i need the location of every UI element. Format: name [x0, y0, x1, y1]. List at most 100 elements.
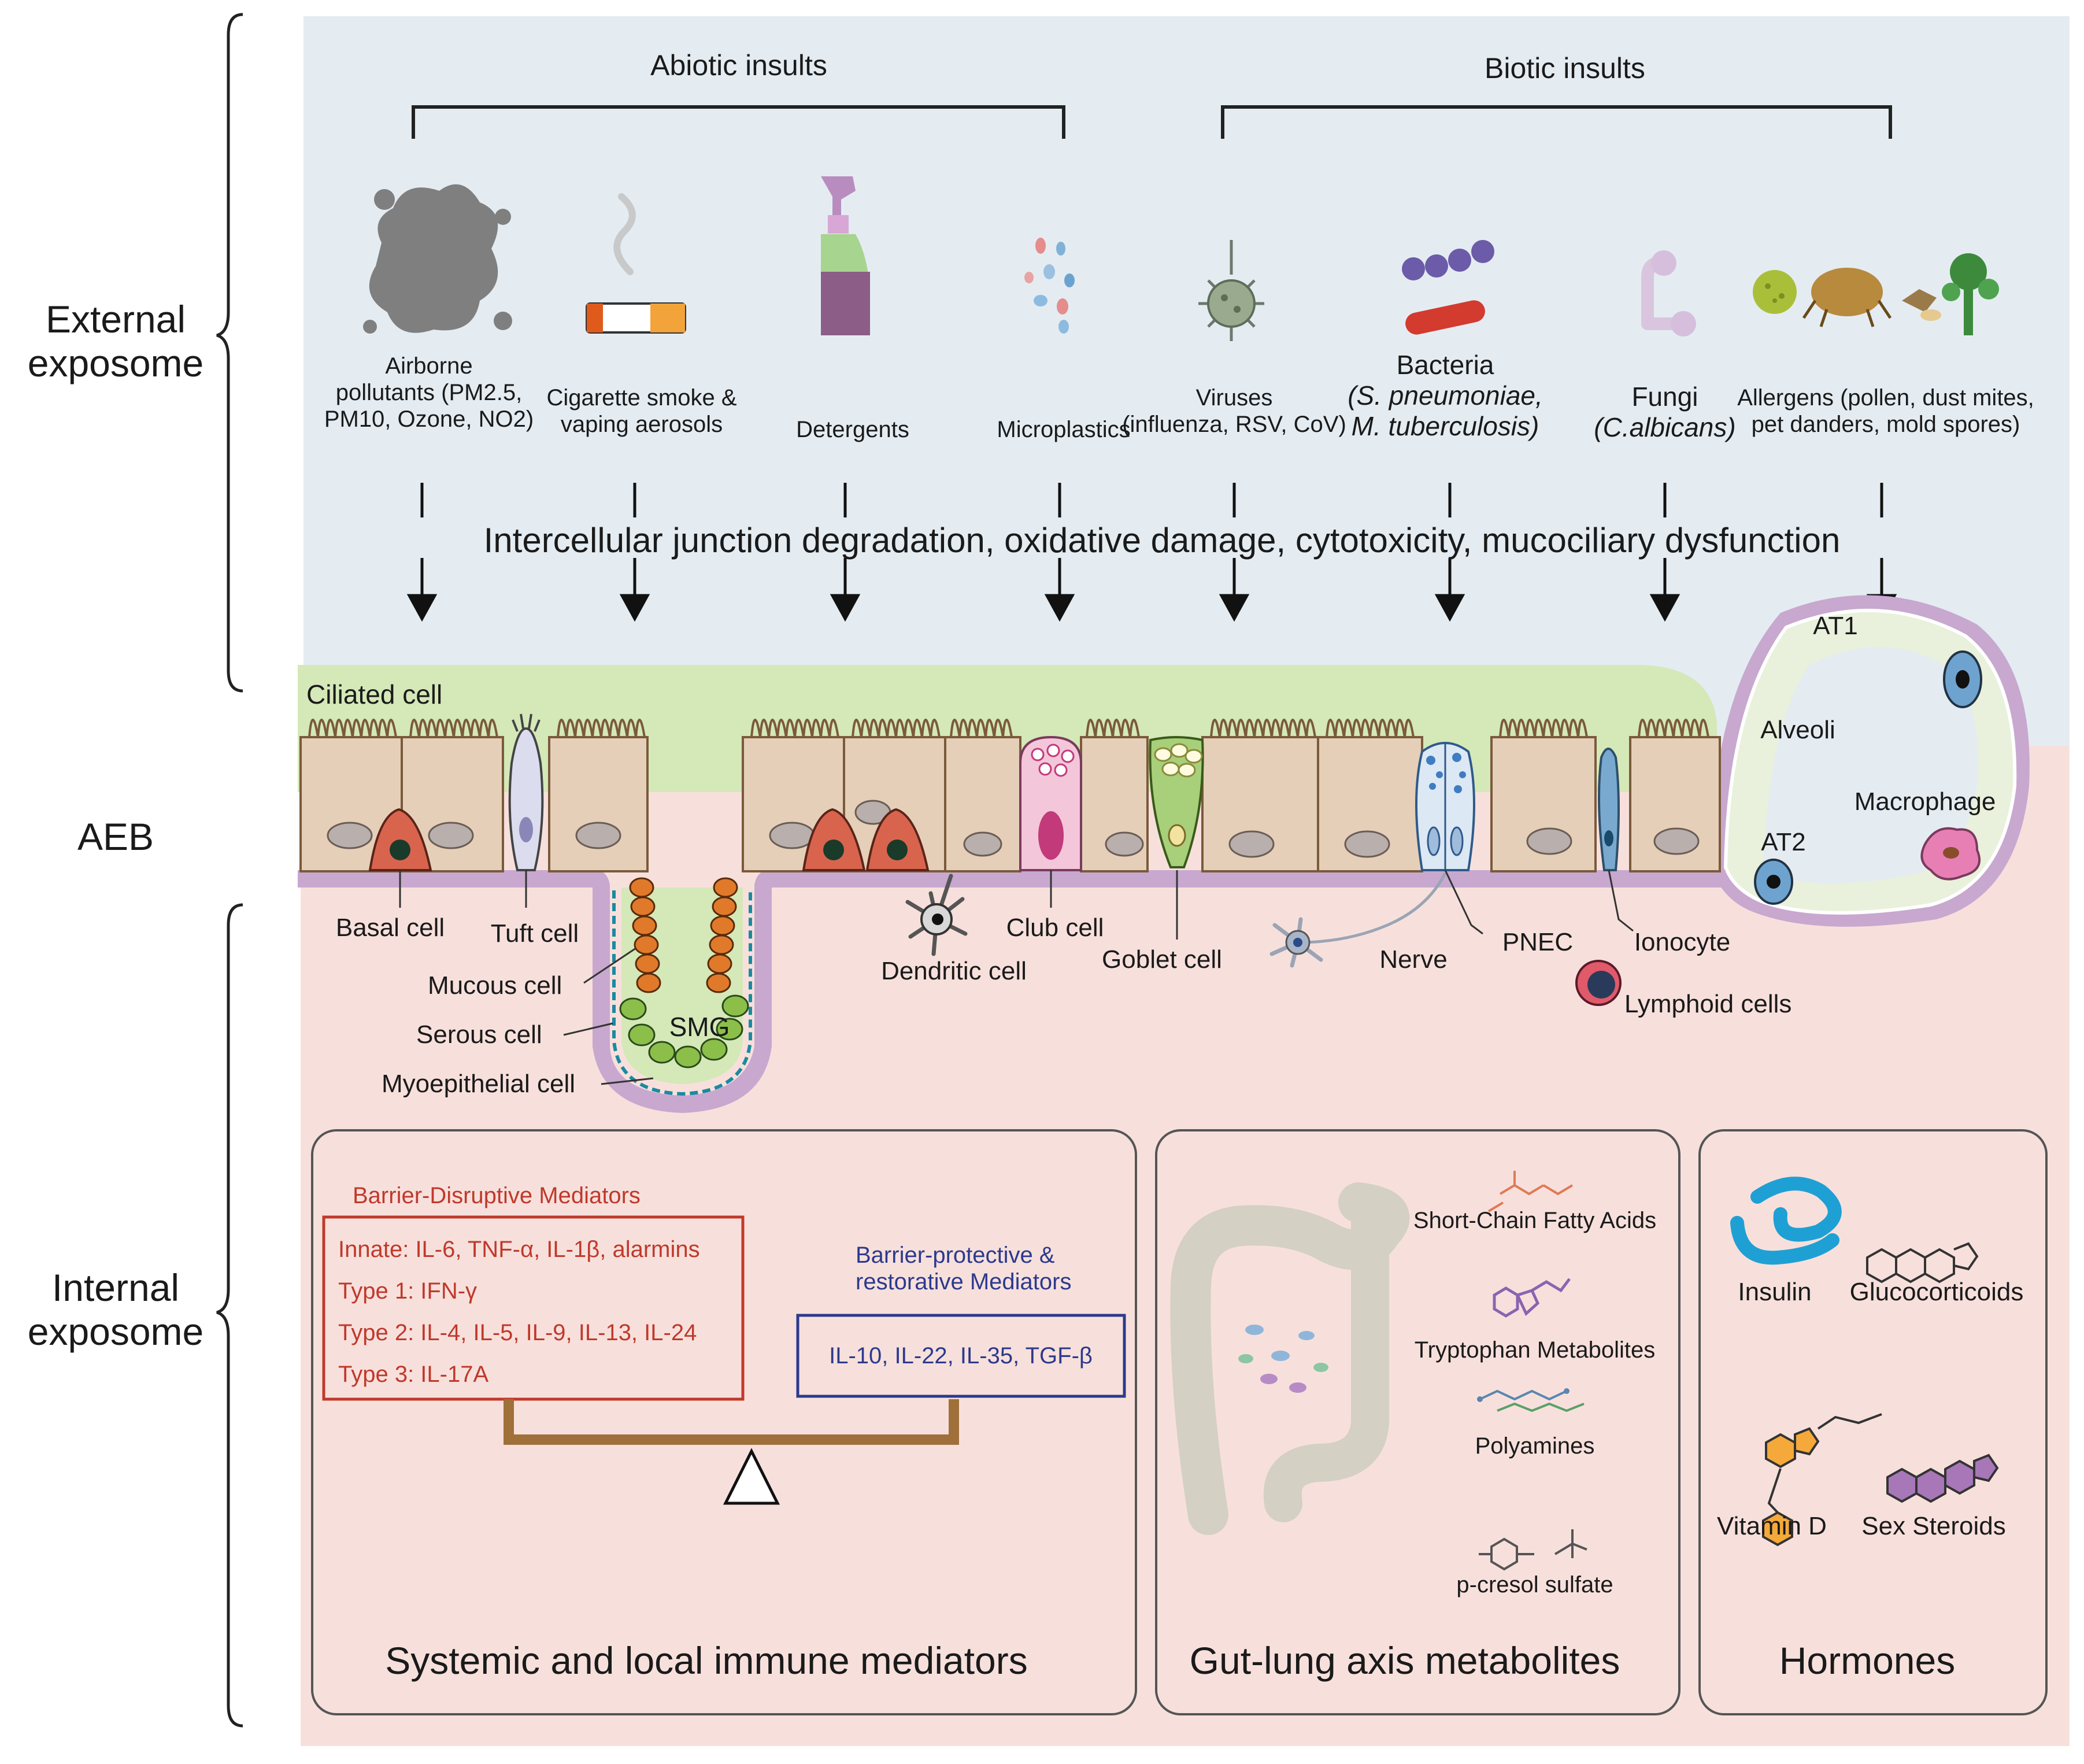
- myoepithelial-cell-label: Myoepithelial cell: [382, 1070, 576, 1098]
- external-exposome-text: External exposome: [27, 298, 204, 384]
- pnec-cell: [1415, 742, 1475, 871]
- exposure-airborne-line-2: pollutants (PM2.5,: [335, 380, 523, 405]
- scfa-molecule-icon: [1487, 1171, 1574, 1212]
- ionocyte-cell: [1598, 748, 1620, 871]
- immune-box: [311, 1129, 1137, 1715]
- exposure-microplastics-label: Microplastics: [997, 417, 1131, 442]
- ionocyte-label: Ionocyte: [1634, 928, 1731, 956]
- glucocorticoid-molecule-icon: [1866, 1242, 1979, 1284]
- protective-title-line-2: restorative Mediators: [856, 1269, 1072, 1295]
- glucocorticoids-label: Glucocorticoids: [1849, 1278, 2024, 1306]
- exposure-detergents-label: Detergents: [796, 417, 909, 442]
- macrophage-label: Macrophage: [1854, 787, 1996, 816]
- tryptophan-molecule-icon: [1493, 1278, 1571, 1318]
- exposure-bacteria-label: Bacteria (S. pneumoniae, M. tuberculosis…: [1348, 350, 1543, 442]
- cilia: [308, 719, 1709, 738]
- sex-steroids-label: Sex Steroids: [1861, 1512, 2006, 1540]
- immune-box-title: Systemic and local immune mediators: [385, 1639, 1028, 1682]
- sex-steroid-molecule-icon: [1886, 1454, 1999, 1503]
- smg-gland: [612, 877, 752, 1096]
- protective-box: [796, 1314, 1126, 1398]
- exposure-viruses-line-1: Viruses: [1195, 385, 1273, 411]
- protective-title-line-1: Barrier-protective &: [856, 1242, 1055, 1268]
- insulin-label: Insulin: [1738, 1278, 1812, 1306]
- nuclei: [327, 800, 1700, 858]
- exposure-viruses-line-2: (influenza, RSV, CoV): [1122, 412, 1346, 437]
- abiotic-header: Abiotic insults: [650, 49, 827, 82]
- goblet-cell: [1149, 736, 1204, 868]
- damage-effects-text: Intercellular junction degradation, oxid…: [483, 521, 1841, 560]
- abiotic-bracket: [412, 105, 1065, 139]
- exposure-fungi-label: Fungi (C.albicans): [1594, 382, 1735, 443]
- disruptive-box: [322, 1215, 745, 1401]
- balance-beam: [504, 1399, 959, 1445]
- serous-cell-label: Serous cell: [416, 1020, 542, 1049]
- bacteria-icon: [1402, 240, 1494, 335]
- disruptive-mediators-list: Innate: IL-6, TNF-α, IL-1β, alarmins Typ…: [338, 1229, 700, 1395]
- mucous-cell-label: Mucous cell: [428, 971, 562, 1000]
- disruptive-innate: Innate: IL-6, TNF-α, IL-1β, alarmins: [338, 1237, 700, 1262]
- internal-exposome-label: Internal exposome: [27, 1266, 204, 1353]
- goblet-cell-label: Goblet cell: [1102, 945, 1222, 974]
- vitamin-d-molecule-icon: [1762, 1413, 1882, 1547]
- dendritic-cell: [905, 874, 968, 956]
- colon-icon: [1170, 1182, 1410, 1535]
- virus-icon: [1198, 240, 1264, 341]
- exposure-airborne-label: Airborne pollutants (PM2.5, PM10, Ozone,…: [324, 353, 534, 432]
- exposure-fungi-detail: (C.albicans): [1594, 412, 1736, 442]
- gut-box: [1155, 1129, 1680, 1715]
- exposure-cigarette-line-2: vaping aerosols: [560, 412, 723, 437]
- basal-cell-label: Basal cell: [335, 914, 445, 942]
- leader-lines: [399, 870, 1634, 1085]
- disruptive-type1: Type 1: IFN-γ: [338, 1278, 477, 1304]
- balance-fulcrum: [723, 1448, 780, 1505]
- lymphoid-cells-label: Lymphoid cells: [1624, 990, 1792, 1018]
- disruptive-mediators-title: Barrier-Disruptive Mediators: [353, 1183, 641, 1208]
- club-cell: [1019, 735, 1082, 871]
- insulin-icon: [1730, 1177, 1842, 1265]
- exposure-viruses-label: Viruses (influenza, RSV, CoV): [1122, 384, 1346, 438]
- pollutant-icon: [363, 184, 512, 334]
- polyamine-molecule-icon: [1477, 1388, 1585, 1412]
- brace-external: [216, 13, 243, 693]
- dendritic-cell-label: Dendritic cell: [881, 957, 1027, 985]
- brace-internal: [216, 903, 243, 1728]
- exposure-bacteria-detail-2: M. tuberculosis): [1351, 411, 1539, 441]
- p-cresol-label: p-cresol sulfate: [1456, 1572, 1613, 1597]
- scfa-label: Short-Chain Fatty Acids: [1413, 1208, 1657, 1233]
- club-cell-label: Club cell: [1006, 914, 1104, 942]
- protective-mediators-list: IL-10, IL-22, IL-35, TGF-β: [829, 1343, 1093, 1369]
- exposure-bacteria-detail-1: (S. pneumoniae,: [1348, 380, 1543, 411]
- tuft-cell: [508, 713, 544, 871]
- nerve-label: Nerve: [1379, 945, 1448, 974]
- lymphoid-cell: [1575, 960, 1622, 1006]
- vitamin-d-label: Vitamin D: [1717, 1512, 1827, 1540]
- protective-mediators-title: Barrier-protective & restorative Mediato…: [856, 1242, 1071, 1295]
- exposure-fungi-name: Fungi: [1631, 382, 1698, 412]
- exposure-airborne-line-1: Airborne: [385, 353, 473, 379]
- exposure-airborne-line-3: PM10, Ozone, NO2): [324, 406, 534, 432]
- at1-label: AT1: [1813, 612, 1858, 640]
- p-cresol-molecule-icon: [1479, 1529, 1587, 1571]
- cigarette-icon: [586, 193, 686, 334]
- external-exposome-label: External exposome: [23, 298, 208, 386]
- hormone-box: [1698, 1129, 2048, 1715]
- at2-label: AT2: [1761, 828, 1806, 856]
- disruptive-type3: Type 3: IL-17A: [338, 1362, 489, 1387]
- exposure-cigarette-line-1: Cigarette smoke &: [546, 385, 737, 411]
- exposure-allergens-label: Allergens (pollen, dust mites, pet dande…: [1737, 384, 2034, 438]
- detergent-bottle-icon: [821, 176, 870, 335]
- nerve: [1269, 872, 1447, 968]
- pnec-label: PNEC: [1502, 928, 1574, 956]
- tryptophan-label: Tryptophan Metabolites: [1414, 1337, 1656, 1363]
- exposure-allergens-line-1: Allergens (pollen, dust mites,: [1737, 385, 2034, 411]
- fungi-icon: [1641, 250, 1696, 336]
- gut-box-title: Gut-lung axis metabolites: [1189, 1639, 1620, 1682]
- tuft-cell-label: Tuft cell: [490, 919, 579, 948]
- polyamines-label: Polyamines: [1475, 1433, 1595, 1459]
- ciliated-cell-label: Ciliated cell: [306, 679, 443, 709]
- exposure-allergens-line-2: pet danders, mold spores): [1751, 412, 2020, 437]
- aeb-label: AEB: [77, 815, 154, 858]
- basal-cells: [368, 808, 930, 871]
- biotic-bracket: [1221, 105, 1892, 139]
